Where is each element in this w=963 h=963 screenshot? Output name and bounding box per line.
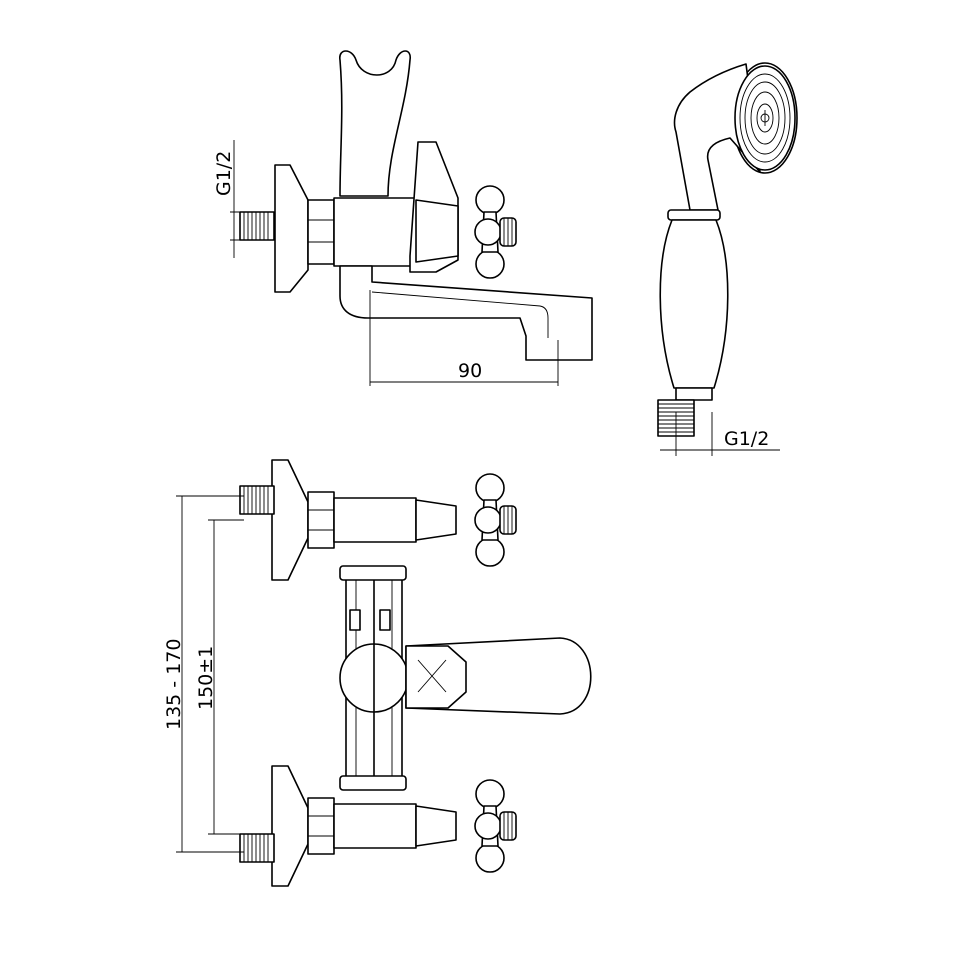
- dim-wall-adjust-range: 135 - 170: [163, 639, 185, 730]
- dim-handshower-thread: G1/2: [724, 428, 769, 450]
- dim-side-inlet-thread: G1/2: [213, 151, 235, 196]
- dim-center-distance: 150±1: [195, 646, 217, 710]
- side-view: [230, 50, 593, 386]
- front-view: [176, 459, 592, 887]
- hand-shower-view: [657, 62, 798, 456]
- dim-spout-reach: 90: [458, 360, 482, 382]
